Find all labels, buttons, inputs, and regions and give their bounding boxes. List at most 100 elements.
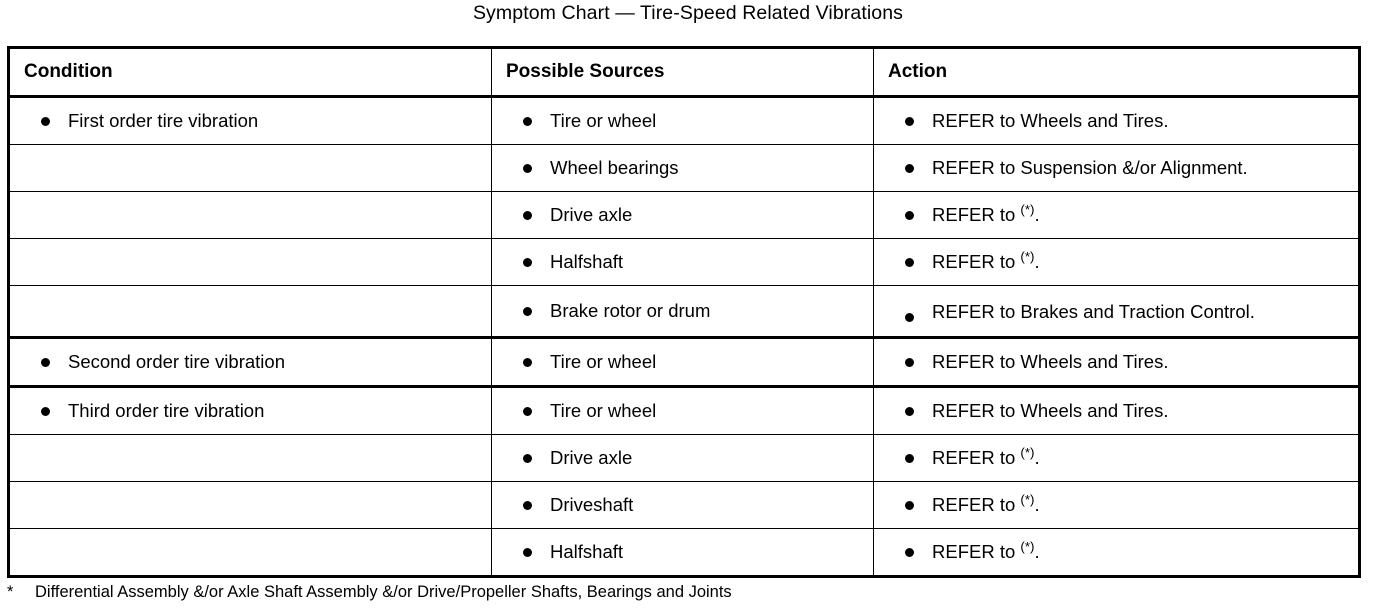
table-row: Halfshaft REFER to (*). (7, 528, 1361, 578)
cell-condition (7, 481, 492, 529)
cell-condition (7, 285, 492, 338)
possible-source-entry: Tire or wheel (492, 111, 873, 131)
possible-source-entry: Tire or wheel (492, 401, 873, 421)
bullet-icon (905, 548, 914, 557)
bullet-icon (523, 407, 532, 416)
table-row: First order tire vibration Tire or wheel R… (7, 95, 1361, 145)
possible-source-entry: Wheel bearings (492, 158, 873, 178)
cell-possible-source: Drive axle (491, 191, 874, 239)
footnote-text: Differential Assembly &/or Axle Shaft As… (35, 583, 732, 601)
action-text: REFER to Wheels and Tires. (932, 110, 1169, 131)
possible-source-text: Brake rotor or drum (550, 300, 711, 321)
bullet-icon (523, 117, 532, 126)
condition-text: Third order tire vibration (68, 400, 265, 421)
action-text: REFER to (*). (932, 444, 1040, 468)
bullet-icon (905, 211, 914, 220)
cell-action: REFER to Suspension &/or Alignment. (873, 144, 1361, 192)
possible-source-text: Tire or wheel (550, 110, 657, 131)
bullet-icon (905, 164, 914, 173)
cell-condition: Second order tire vibration (7, 336, 492, 387)
cell-condition (7, 434, 492, 482)
cell-action: REFER to (*). (873, 191, 1361, 239)
possible-source-entry: Brake rotor or drum (492, 301, 873, 321)
column-header-possible-sources-label: Possible Sources (506, 61, 665, 82)
condition-text: First order tire vibration (68, 110, 259, 131)
possible-source-entry: Halfshaft (492, 542, 873, 562)
action-entry: REFER to Wheels and Tires. (874, 401, 1358, 421)
cell-possible-source: Tire or wheel (491, 385, 874, 435)
cell-possible-source: Wheel bearings (491, 144, 874, 192)
table-header-row: Condition Possible Sources Action (7, 46, 1361, 98)
bullet-icon (905, 358, 914, 367)
footnote-reference: (*) (1020, 491, 1035, 507)
possible-source-text: Halfshaft (550, 541, 624, 562)
cell-condition (7, 191, 492, 239)
possible-source-text: Drive axle (550, 204, 633, 225)
cell-action: REFER to (*). (873, 434, 1361, 482)
bullet-icon (905, 501, 914, 510)
cell-action: REFER to Wheels and Tires. (873, 336, 1361, 387)
action-text: REFER to (*). (932, 248, 1040, 272)
bullet-icon (905, 454, 914, 463)
bullet-icon (905, 407, 914, 416)
table-row: Halfshaft REFER to (*). (7, 238, 1361, 286)
symptom-chart-table: Condition Possible Sources Action First … (7, 46, 1361, 578)
cell-action: REFER to Wheels and Tires. (873, 385, 1361, 435)
cell-action: REFER to Brakes and Traction Control. (873, 285, 1361, 338)
table-row: Third order tire vibration Tire or wheel R… (7, 385, 1361, 435)
table-row: Second order tire vibration Tire or wheel… (7, 336, 1361, 387)
bullet-icon (41, 358, 50, 367)
possible-source-text: Tire or wheel (550, 351, 657, 372)
action-text: REFER to Suspension &/or Alignment. (932, 157, 1248, 178)
cell-condition (7, 528, 492, 578)
possible-source-entry: Tire or wheel (492, 352, 873, 372)
action-entry: REFER to Brakes and Traction Control. (874, 300, 1358, 322)
footnote-reference: (*) (1020, 248, 1035, 264)
action-text: REFER to (*). (932, 538, 1040, 562)
action-entry: REFER to (*). (874, 444, 1358, 468)
bullet-icon (523, 211, 532, 220)
table-row: Drive axle REFER to (*). (7, 191, 1361, 239)
possible-source-text: Halfshaft (550, 251, 624, 272)
cell-action: REFER to (*). (873, 238, 1361, 286)
cell-possible-source: Driveshaft (491, 481, 874, 529)
column-header-condition: Condition (7, 46, 492, 98)
action-entry: REFER to (*). (874, 248, 1358, 272)
action-entry: REFER to Suspension &/or Alignment. (874, 158, 1358, 178)
condition-entry: Third order tire vibration (10, 401, 491, 421)
cell-condition (7, 238, 492, 286)
column-header-action-label: Action (888, 61, 948, 82)
action-entry: REFER to Wheels and Tires. (874, 111, 1358, 131)
bullet-icon (523, 258, 532, 267)
bullet-icon (905, 117, 914, 126)
action-entry: REFER to (*). (874, 538, 1358, 562)
cell-possible-source: Halfshaft (491, 528, 874, 578)
bullet-icon (523, 548, 532, 557)
possible-source-entry: Driveshaft (492, 495, 873, 515)
cell-possible-source: Tire or wheel (491, 95, 874, 145)
action-text: REFER to (*). (932, 201, 1040, 225)
cell-condition (7, 144, 492, 192)
cell-action: REFER to (*). (873, 528, 1361, 578)
condition-entry: First order tire vibration (10, 111, 491, 131)
bullet-icon (41, 117, 50, 126)
bullet-icon (41, 407, 50, 416)
action-text: REFER to Wheels and Tires. (932, 400, 1169, 421)
condition-entry: Second order tire vibration (10, 352, 491, 372)
action-text: REFER to Brakes and Traction Control. (932, 300, 1255, 322)
possible-source-entry: Drive axle (492, 205, 873, 225)
column-header-possible-sources: Possible Sources (491, 46, 874, 98)
cell-possible-source: Tire or wheel (491, 336, 874, 387)
cell-possible-source: Brake rotor or drum (491, 285, 874, 338)
bullet-icon (905, 312, 914, 322)
footnote-reference: (*) (1020, 538, 1035, 554)
footnote: *Differential Assembly &/or Axle Shaft A… (7, 583, 1367, 602)
action-entry: REFER to Wheels and Tires. (874, 352, 1358, 372)
cell-possible-source: Halfshaft (491, 238, 874, 286)
bullet-icon (523, 454, 532, 463)
bullet-icon (523, 501, 532, 510)
footnote-reference: (*) (1020, 444, 1035, 460)
